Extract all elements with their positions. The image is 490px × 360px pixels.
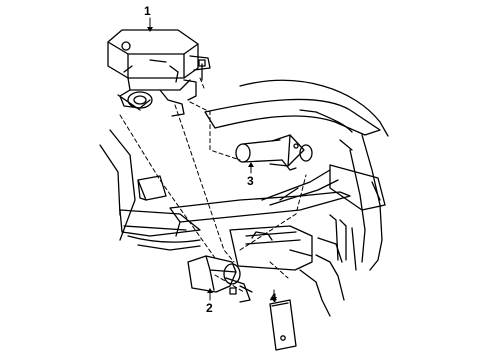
part-3-reservoir bbox=[235, 134, 313, 171]
leader-arrowheads bbox=[147, 27, 277, 302]
part-4-plate bbox=[269, 299, 297, 351]
callout-1: 1 bbox=[144, 4, 151, 18]
part-2-bracket bbox=[187, 255, 253, 303]
callout-2: 2 bbox=[206, 301, 213, 315]
part-1-module bbox=[107, 29, 211, 117]
vehicle-body-outline bbox=[99, 79, 389, 317]
callout-3: 3 bbox=[247, 174, 254, 188]
callout-4: 4 bbox=[270, 291, 277, 305]
